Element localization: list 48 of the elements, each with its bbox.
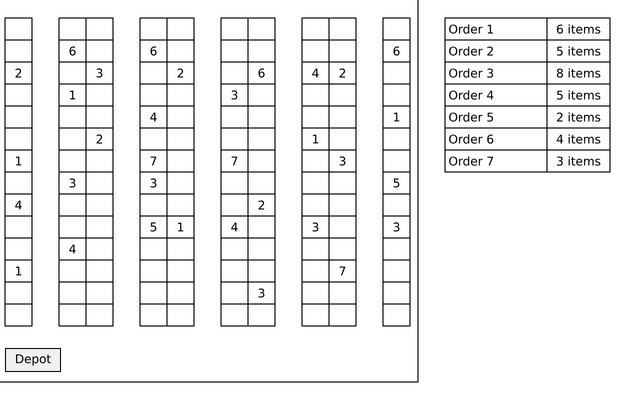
table-cell: 5 items: [546, 84, 610, 106]
table-cell: Order 2: [444, 40, 548, 62]
depot-box: Depot: [5, 348, 61, 372]
table-cell: 4 items: [546, 128, 610, 150]
table-cell: Order 4: [444, 84, 548, 106]
table-cell: Order 6: [444, 128, 548, 150]
table-cell: 3 items: [546, 150, 610, 172]
order-number: 7: [340, 266, 346, 276]
order-number: 7: [232, 156, 238, 166]
order-number: 1: [70, 90, 76, 100]
table-cell: 8 items: [546, 62, 610, 84]
order-number: 4: [231, 222, 238, 232]
order-number: 4: [150, 112, 157, 122]
order-number: 1: [313, 134, 318, 144]
order-number: 4: [312, 68, 319, 78]
table-cell: Order 3: [444, 62, 548, 84]
order-number: 7: [150, 156, 156, 166]
order-number: 6: [258, 68, 265, 78]
order-number: 1: [16, 266, 22, 276]
order-number: 3: [394, 222, 400, 232]
table-cell: 2 items: [546, 106, 610, 128]
order-number: 1: [178, 222, 184, 232]
order-number: 3: [258, 288, 264, 298]
order-number: 1: [16, 156, 22, 166]
table-cell: Order 1: [444, 18, 548, 40]
order-number: 3: [312, 222, 318, 232]
order-number: 4: [69, 244, 76, 254]
order-number: 1: [394, 112, 400, 122]
order-number: 2: [178, 68, 184, 78]
order-number: 2: [96, 134, 102, 144]
order-number: 6: [150, 46, 157, 56]
order-number: 2: [258, 200, 264, 210]
table-cell: Order 7: [444, 150, 548, 172]
order-number: 3: [96, 68, 102, 78]
order-number: 3: [232, 90, 238, 100]
order-number: 3: [70, 178, 76, 188]
order-number: 3: [150, 178, 156, 188]
order-number: 6: [394, 46, 400, 56]
order-number: 4: [15, 200, 22, 210]
order-number: 5: [150, 222, 156, 232]
table-cell: Order 5: [444, 106, 548, 128]
table-cell: 6 items: [546, 18, 610, 40]
order-number: 2: [340, 68, 346, 78]
order-number: 2: [16, 68, 22, 78]
order-number: 5: [394, 178, 400, 188]
table-cell: 5 items: [546, 40, 610, 62]
order-number: 3: [340, 156, 346, 166]
order-number: 6: [70, 46, 76, 56]
